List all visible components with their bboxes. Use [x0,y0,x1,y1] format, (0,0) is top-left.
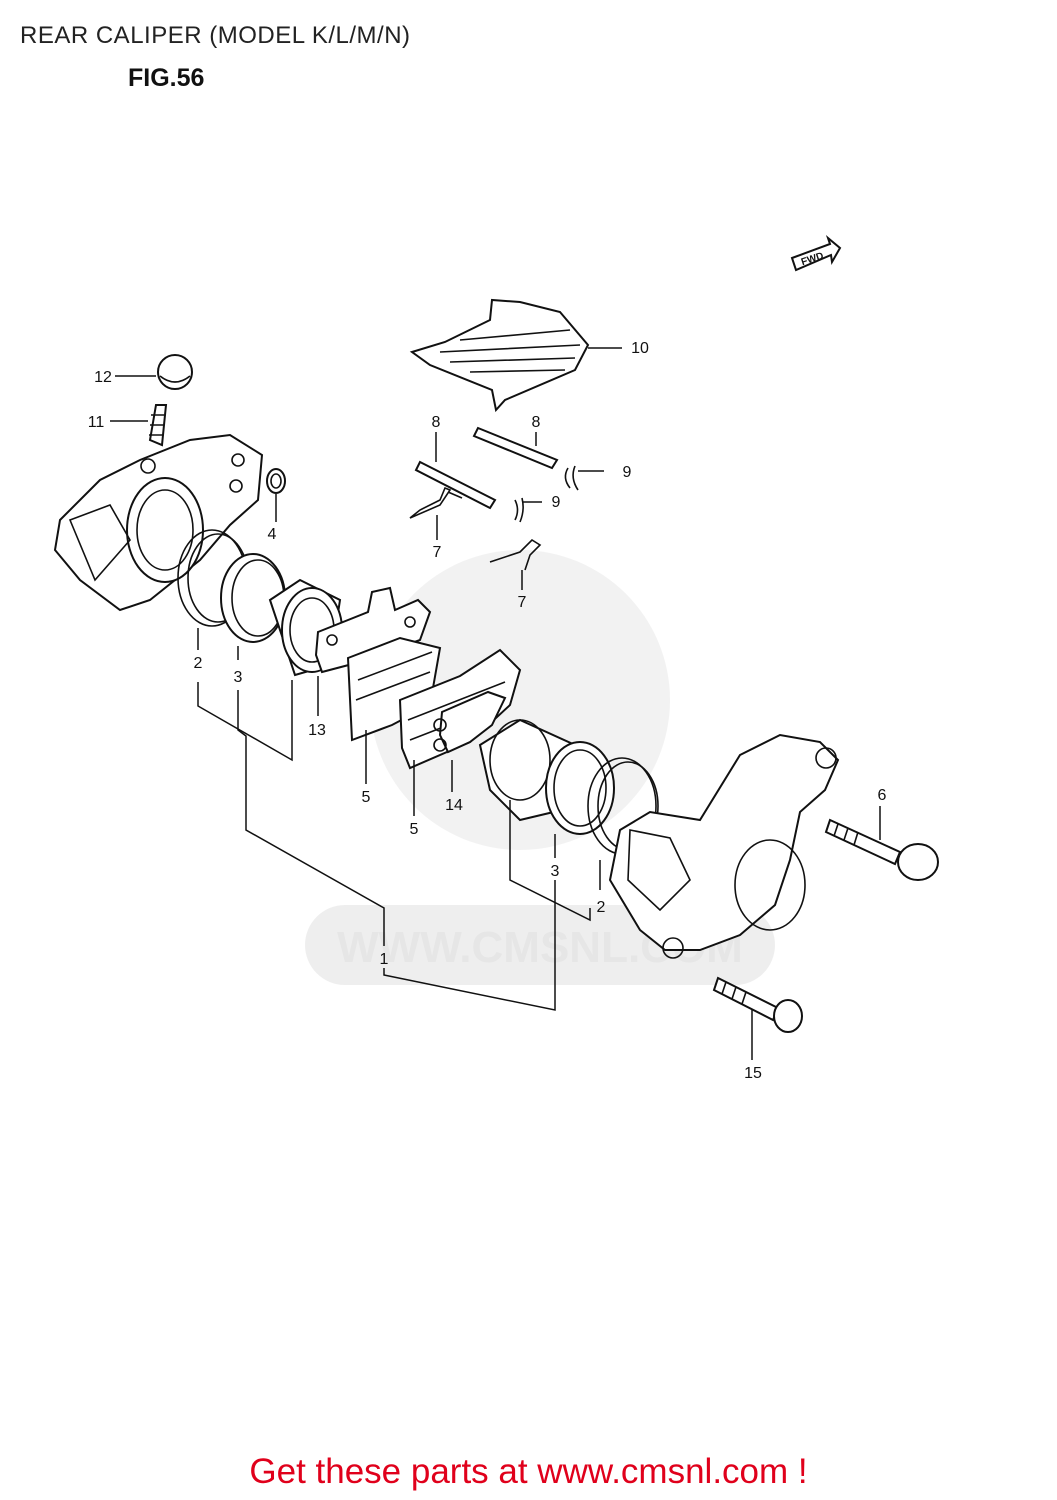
callout-4: 4 [268,526,277,543]
pad-cover-part [409,298,590,413]
pad-shim-b-part [433,690,507,754]
retaining-clip-b-part [564,465,579,491]
mounting-bolt-part [712,976,803,1033]
callout-9b: 9 [552,494,561,511]
caliper-bolt-part [824,818,939,881]
callout-2b: 2 [597,899,606,916]
callout-3b: 3 [551,863,560,880]
callout-8a: 8 [432,414,441,431]
callout-7b: 7 [518,594,527,611]
callout-9a: 9 [623,464,632,481]
exploded-parts-diagram: WWW.CMSNL.COM FWD [53,234,939,1082]
pad-pin-b-part [472,426,559,470]
callout-14: 14 [445,797,463,814]
caliper-half-right-part [608,733,840,959]
callout-1: 1 [380,951,389,968]
pad-pin-a-part [414,460,497,510]
page-title: REAR CALIPER (MODEL K/L/M/N) [20,22,411,49]
retaining-clip-a-part [514,497,524,523]
callout-8b: 8 [532,414,541,431]
bleeder-cap-part [157,354,193,390]
bleeder-valve-part [148,404,168,447]
pad-spring-b-part [489,538,542,571]
callout-12: 12 [94,369,112,386]
callout-6: 6 [878,787,887,804]
callout-5a: 5 [362,789,371,806]
dust-seal-right-part [545,741,615,835]
fwd-arrow-icon: FWD [790,234,842,272]
pad-shim-part [314,586,432,674]
figure-label: FIG.56 [128,64,205,92]
o-ring-small-part [266,468,286,494]
leader-lines [110,347,881,1060]
callout-13: 13 [308,722,326,739]
callout-labels: 12 11 10 8 8 9 9 7 7 4 2 3 13 5 5 14 6 3… [88,340,887,1082]
pad-spring-a-part [409,486,463,519]
footer-link[interactable]: Get these parts at www.cmsnl.com ! [249,1452,808,1491]
callout-11: 11 [88,414,105,431]
callout-5b: 5 [410,821,419,838]
callout-3a: 3 [234,669,243,686]
callout-7a: 7 [433,544,442,561]
callout-2a: 2 [194,655,203,672]
callout-15: 15 [744,1065,762,1082]
callout-10: 10 [631,340,649,357]
caliper-half-left-part [53,433,264,612]
